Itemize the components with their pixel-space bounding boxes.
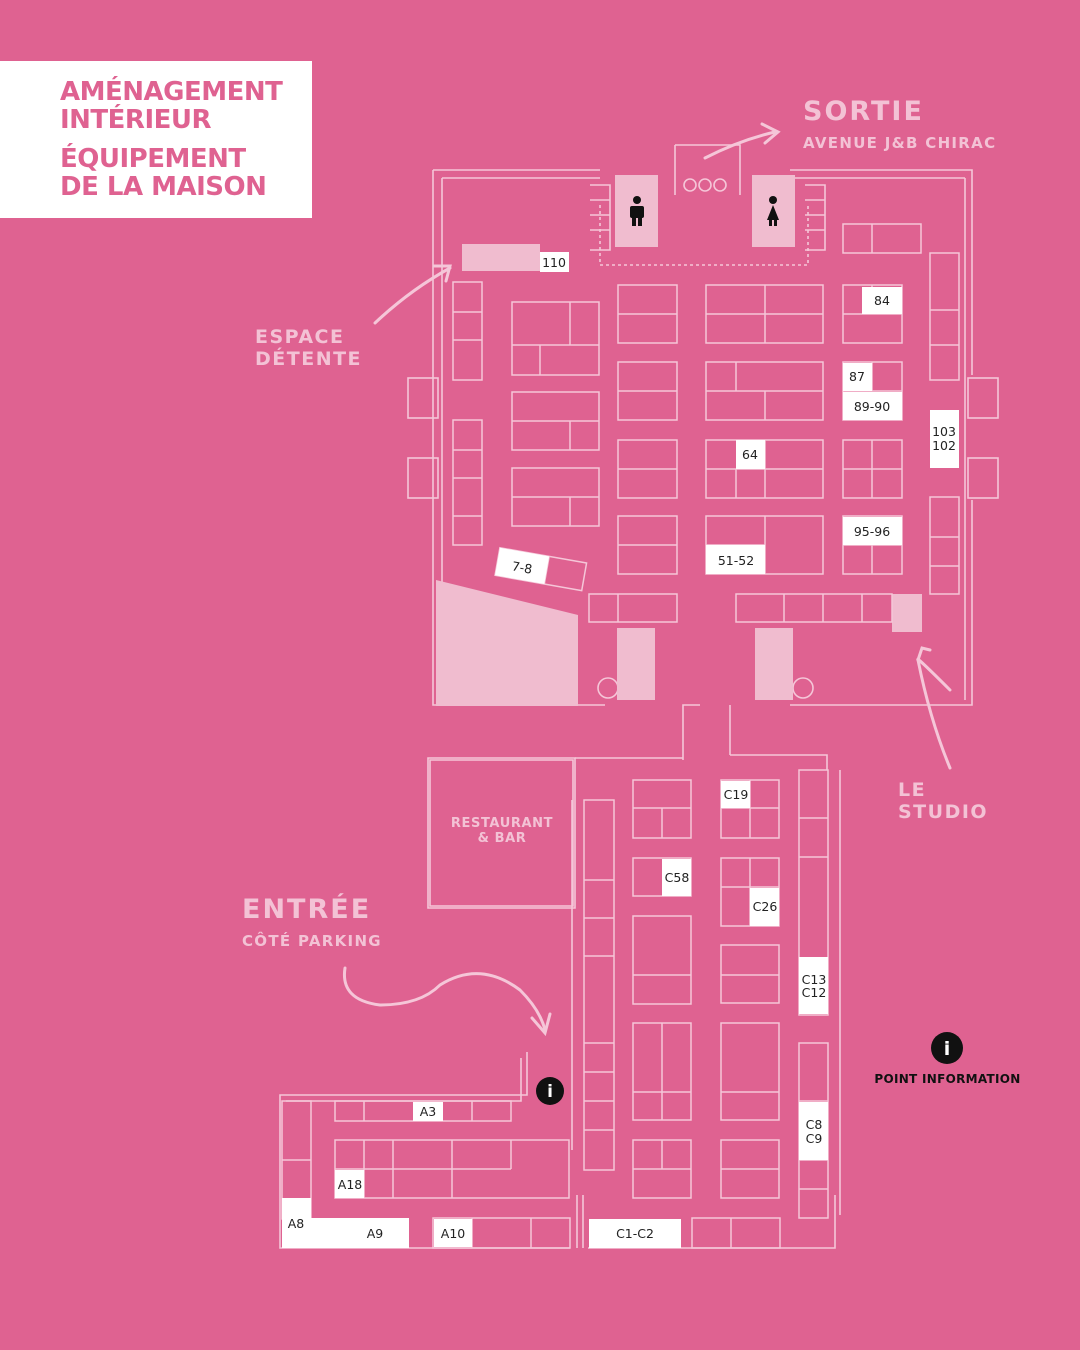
point-info-label: POINT INFORMATION	[874, 1072, 1021, 1086]
stand-c8: C8	[806, 1117, 823, 1132]
stand-c13: C13	[802, 972, 827, 987]
espace-label-1: ESPACE	[255, 326, 345, 348]
title-line-1: AMÉNAGEMENT INTÉRIEUR	[60, 77, 283, 135]
stand-c58: C58	[665, 870, 690, 885]
stand-c9: C9	[806, 1131, 823, 1146]
espace-label-2: DÉTENTE	[255, 348, 363, 370]
stand-7-8: 7-8	[511, 558, 534, 576]
label-boxes	[282, 252, 959, 1248]
entree-label: ENTRÉE	[242, 894, 372, 925]
stand-c26: C26	[753, 899, 778, 914]
stand-a3: A3	[420, 1104, 437, 1119]
stand-labels: 110 84 87 89-90 103 102 64 95-96 51-52 7…	[288, 255, 956, 1241]
title-text-3: ÉQUIPEMENT	[60, 144, 246, 174]
women-restroom-icon	[767, 196, 779, 226]
stand-c1-c2: C1-C2	[616, 1226, 654, 1241]
stand-c19: C19	[724, 787, 749, 802]
stand-51-52: 51-52	[718, 553, 754, 568]
stand-c12: C12	[802, 985, 827, 1000]
stand-103: 103	[932, 424, 956, 439]
stand-a8: A8	[288, 1216, 305, 1231]
stand-110: 110	[542, 255, 566, 270]
arrow-icon	[342, 122, 952, 1037]
stand-64: 64	[742, 447, 758, 462]
title-box: AMÉNAGEMENT INTÉRIEUR ÉQUIPEMENT DE LA M…	[0, 61, 312, 218]
sortie-label: SORTIE	[803, 96, 924, 127]
stand-95-96: 95-96	[854, 524, 890, 539]
restaurant-text-2: & BAR	[477, 831, 527, 846]
stand-a10: A10	[441, 1226, 466, 1241]
restaurant-text-1: RESTAURANT	[450, 816, 554, 831]
stand-102: 102	[932, 438, 956, 453]
title-text-4: DE LA MAISON	[60, 172, 267, 202]
studio-label-1: LE	[898, 779, 927, 801]
restaurant-label: RESTAURANT & BAR	[432, 816, 572, 846]
stand-89-90: 89-90	[854, 399, 890, 414]
stand-a18: A18	[338, 1177, 363, 1192]
entree-sub-label: CÔTÉ PARKING	[242, 932, 382, 950]
stand-a9: A9	[367, 1226, 384, 1241]
svg-text:i: i	[944, 1038, 951, 1060]
info-icon: i i	[536, 1032, 963, 1105]
stand-84: 84	[874, 293, 890, 308]
title-line-2: ÉQUIPEMENT DE LA MAISON	[60, 144, 267, 202]
men-restroom-icon	[630, 196, 644, 226]
shaded-areas	[436, 175, 922, 706]
stand-87: 87	[849, 369, 865, 384]
title-text-1: AMÉNAGEMENT	[60, 77, 283, 107]
studio-label-2: STUDIO	[898, 801, 989, 823]
sortie-sub-label: AVENUE J&B CHIRAC	[803, 134, 997, 152]
building-outline	[279, 144, 999, 1249]
title-text-2: INTÉRIEUR	[60, 105, 212, 135]
svg-text:i: i	[547, 1082, 553, 1102]
